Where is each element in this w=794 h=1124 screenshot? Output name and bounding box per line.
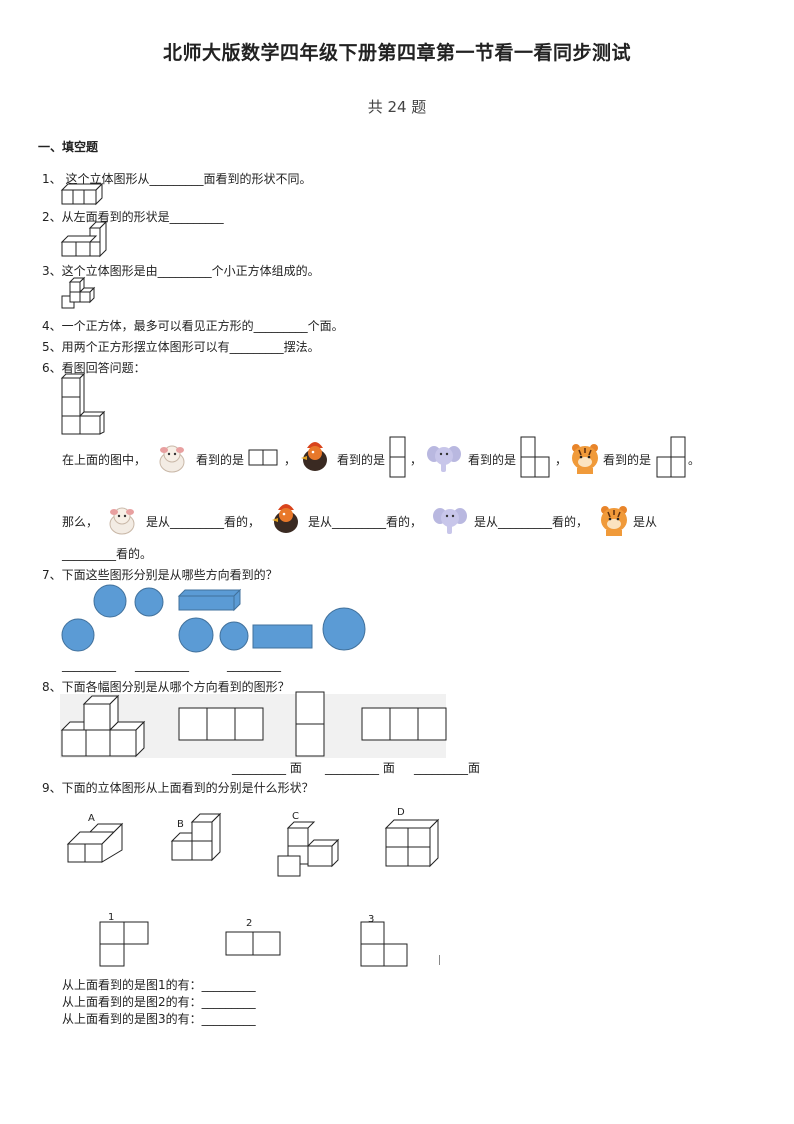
q6-view-reverse-l xyxy=(656,436,686,478)
question-6: 6、看图回答问题： xyxy=(42,361,146,375)
q1-cube-figure xyxy=(60,182,104,206)
q9-label-c: C xyxy=(292,811,299,822)
question-7: 7、下面这些图形分别是从哪些方向看到的？ xyxy=(42,568,278,582)
q6-view-two-horizontal xyxy=(248,449,278,466)
page-title: 北师大版数学四年级下册第四章第一节看一看同步测试 xyxy=(162,42,631,64)
q6-from-rooster: 是从_________看的， xyxy=(308,515,423,529)
q7-shapes xyxy=(61,584,366,653)
rooster-icon xyxy=(297,438,333,474)
question-count: 共 24 题 xyxy=(367,98,427,116)
q9-answer-3[interactable]: 从上面看到的是图3的有：_________ xyxy=(62,1012,256,1026)
q9-top-view-2 xyxy=(225,931,281,956)
q6-seen-4: 看到的是 xyxy=(603,453,652,467)
question-3: 3、这个立体图形是由_________个小正方体组成的。 xyxy=(42,264,320,278)
q9-top-view-3 xyxy=(360,921,408,967)
q2-cube-figure xyxy=(60,220,108,258)
q9-figure-number-2: 2 xyxy=(246,918,253,929)
q9-answer-1[interactable]: 从上面看到的是图1的有：_________ xyxy=(62,978,256,992)
q6-view-l-shape xyxy=(520,436,550,478)
question-1: 1、 这个立体图形从_________面看到的形状不同。 xyxy=(42,172,312,186)
question-8: 8、下面各幅图分别是从哪个方向看到的图形？ xyxy=(42,680,290,694)
q6-view-two-vertical xyxy=(389,436,406,478)
q8-3d-figure xyxy=(60,694,146,758)
sheep-icon xyxy=(154,440,190,476)
q9-label-d: D xyxy=(397,807,405,818)
q6-line3: _________看的。 xyxy=(62,547,153,561)
q6-seen-3: 看到的是 xyxy=(468,453,517,467)
question-5: 5、用两个正方形摆立体图形可以有_________摆法。 xyxy=(42,340,320,354)
q6-from-elephant: 是从_________看的， xyxy=(474,515,589,529)
q9-figure-a xyxy=(66,822,124,863)
q8-blank-2[interactable]: _________ 面 xyxy=(325,761,395,775)
q9-figure-b xyxy=(170,812,222,862)
q3-cube-figure xyxy=(61,276,96,309)
q7-blank-1[interactable]: _________ xyxy=(62,658,116,672)
q7-blank-2[interactable]: _________ xyxy=(135,658,189,672)
elephant-icon xyxy=(426,440,462,476)
section-heading: 一、填空题 xyxy=(38,140,99,154)
q6-line1-prefix: 在上面的图中， xyxy=(62,453,147,467)
q6-seen-1: 看到的是 xyxy=(196,453,245,467)
elephant-icon-2 xyxy=(432,502,468,538)
q8-view-three-horizontal-2 xyxy=(361,707,447,741)
q8-blank-3[interactable]: _________面 xyxy=(414,761,481,775)
q6-cube-figure xyxy=(60,372,106,435)
q8-blank-1[interactable]: _________ 面 xyxy=(232,761,302,775)
q8-view-three-horizontal-1 xyxy=(178,707,264,741)
q6-from-tiger: 是从 xyxy=(633,515,658,529)
q6-comma-2: ， xyxy=(410,453,423,467)
question-4: 4、一个正方体，最多可以看见正方形的_________个面。 xyxy=(42,319,344,333)
q6-line2-prefix: 那么， xyxy=(62,515,99,529)
q9-figure-number-1: 1 xyxy=(108,912,115,923)
q6-period: 。 xyxy=(688,453,701,467)
q9-answer-2[interactable]: 从上面看到的是图2的有：_________ xyxy=(62,995,256,1009)
q8-view-two-vertical xyxy=(295,691,325,757)
q9-figure-d xyxy=(384,818,440,868)
question-2: 2、从左面看到的形状是_________ xyxy=(42,210,224,224)
q9-figure-number-3: 3 xyxy=(368,914,375,925)
q9-label-b: B xyxy=(177,819,184,830)
q9-figure-c xyxy=(277,821,340,877)
q7-blank-3[interactable]: _________ xyxy=(227,658,281,672)
stray-mark xyxy=(439,955,440,965)
q6-seen-2: 看到的是 xyxy=(337,453,386,467)
sheep-icon-2 xyxy=(104,502,140,538)
tiger-icon xyxy=(567,440,603,476)
q6-comma-1: ， xyxy=(284,453,297,467)
q9-label-a: A xyxy=(88,813,95,824)
q6-comma-3: ， xyxy=(555,453,568,467)
tiger-icon-2 xyxy=(596,502,632,538)
q6-from-sheep: 是从_________看的， xyxy=(146,515,261,529)
question-9: 9、下面的立体图形从上面看到的分别是什么形状？ xyxy=(42,781,314,795)
rooster-icon-2 xyxy=(268,500,304,536)
q9-top-view-1 xyxy=(99,921,149,967)
